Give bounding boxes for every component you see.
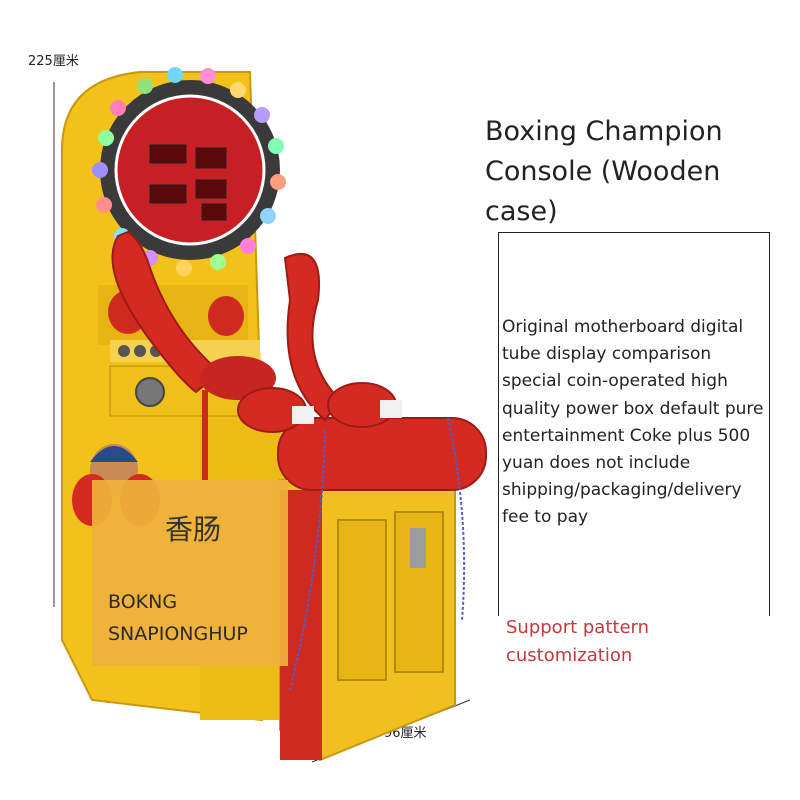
- height-label: 225厘米: [28, 54, 79, 69]
- title-line-2: Console (Wooden case): [485, 156, 721, 227]
- score-dial: [114, 94, 266, 246]
- promo-sticker: [92, 480, 288, 666]
- digital-displays: [149, 144, 227, 221]
- support-customization-text: Support pattern customization: [506, 614, 746, 670]
- mini-glove-right: [208, 296, 244, 336]
- description-frame: [498, 232, 770, 616]
- support-line-1: Support pattern: [506, 617, 650, 638]
- boxer-hat: [90, 446, 138, 462]
- product-title: Boxing Champion Console (Wooden case): [485, 112, 795, 232]
- support-line-2: customization: [506, 645, 633, 666]
- product-description: Original motherboard digital tube displa…: [502, 314, 768, 532]
- control-dial: [135, 377, 165, 407]
- title-line-1: Boxing Champion: [485, 116, 723, 147]
- sticker-line-1: BOKNG: [108, 591, 178, 613]
- sticker-chinese-text: 香肠: [165, 513, 222, 546]
- punching-bag: [200, 356, 276, 400]
- right-arm: [283, 252, 342, 422]
- rope-left: [289, 429, 326, 691]
- sticker-line-2: SNAPIONGHUP: [108, 623, 248, 645]
- coin-slot: [410, 528, 426, 568]
- sticker-english-text: BOKNG SNAPIONGHUP: [108, 586, 248, 650]
- rope-right: [447, 417, 466, 621]
- side-door: [337, 519, 387, 681]
